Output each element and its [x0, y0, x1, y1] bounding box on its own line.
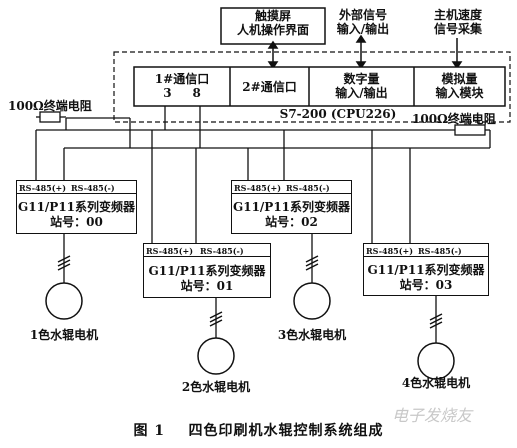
speed-signal-label: 主机速度 信号采集	[425, 8, 491, 36]
motor-3-label: 3色水辊电机	[277, 328, 347, 342]
vfd-station: 站号：01	[180, 279, 234, 293]
speed-signal-line-2: 信号采集	[433, 22, 482, 36]
vfd-title: G11/P11系列变频器	[232, 200, 351, 214]
rs485-neg: RS-485(-)	[200, 246, 244, 256]
plc-analog: 模拟量 输入模块	[414, 72, 505, 100]
vfd-01: RS-485(+) RS-485(-) G11/P11系列变频器 站号：01	[143, 243, 271, 298]
vfd-title: G11/P11系列变频器	[148, 264, 266, 278]
vfd-station: 站号：00	[50, 215, 103, 229]
vfd-title: G11/P11系列变频器	[17, 200, 136, 214]
motor-3-icon	[293, 282, 331, 320]
vfd-00: RS-485(+) RS-485(-) G11/P11系列变频器 站号：00	[16, 180, 137, 234]
motor-1-label: 1色水辊电机	[29, 328, 99, 342]
vfd-03: RS-485(+) RS-485(-) G11/P11系列变频器 站号：03	[363, 243, 489, 296]
rs485-pos: RS-485(+)	[146, 246, 194, 256]
ext-signal-line-1: 外部信号	[338, 8, 387, 22]
rs485-neg: RS-485(-)	[71, 183, 115, 193]
plc-port1: 1#通信口 3 8	[134, 72, 230, 100]
ext-signal-line-2: 输入/输出	[336, 22, 390, 36]
plc-enclosure	[113, 51, 511, 123]
hmi-label: 触摸屏 人机操作界面	[221, 9, 325, 37]
plc-port1-label: 1#通信口	[154, 72, 210, 86]
plc-digital-line-1: 数字量	[343, 72, 380, 86]
figure-caption: 图 1 四色印刷机水辊控制系统组成	[133, 423, 384, 439]
ext-signal-label: 外部信号 输入/输出	[330, 8, 396, 36]
rs485-pos: RS-485(+)	[19, 183, 67, 193]
hmi-line-2: 人机操作界面	[236, 23, 309, 37]
plc-model: S7-200 (CPU226)	[279, 107, 397, 121]
terminal-resistor-left	[39, 111, 61, 123]
plc-analog-line-2: 输入模块	[435, 86, 484, 100]
resistor-right-label: 100Ω终端电阻	[412, 112, 496, 126]
plc-analog-line-1: 模拟量	[441, 72, 478, 86]
resistor-left-label: 100Ω终端电阻	[8, 99, 92, 113]
motor-4-label: 4色水辊电机	[401, 376, 471, 390]
terminal-resistor-right	[454, 124, 486, 136]
motor-4-icon	[417, 342, 455, 380]
rs485-neg: RS-485(-)	[286, 183, 330, 193]
plc-port1-pins: 3 8	[163, 86, 201, 100]
motor-2-label: 2色水辊电机	[181, 380, 251, 394]
plc-port2: 2#通信口	[230, 80, 309, 94]
rs485-neg: RS-485(-)	[418, 246, 462, 256]
vfd-title: G11/P11系列变频器	[367, 263, 485, 277]
speed-signal-line-1: 主机速度	[433, 8, 482, 22]
plc-module-row	[133, 66, 506, 107]
plc-digital: 数字量 输入/输出	[309, 72, 414, 100]
vfd-station: 站号：02	[265, 215, 318, 229]
rs485-pos: RS-485(+)	[234, 183, 282, 193]
plc-digital-line-2: 输入/输出	[335, 86, 388, 100]
watermark: 电子发烧友	[392, 406, 473, 425]
plc-port2-label: 2#通信口	[242, 80, 297, 94]
rs485-pos: RS-485(+)	[366, 246, 414, 256]
motor-1-icon	[45, 282, 83, 320]
vfd-02: RS-485(+) RS-485(-) G11/P11系列变频器 站号：02	[231, 180, 352, 234]
hmi-box	[220, 7, 326, 45]
motor-2-icon	[197, 337, 235, 375]
vfd-station: 站号：03	[399, 278, 453, 292]
hmi-line-1: 触摸屏	[254, 9, 291, 23]
